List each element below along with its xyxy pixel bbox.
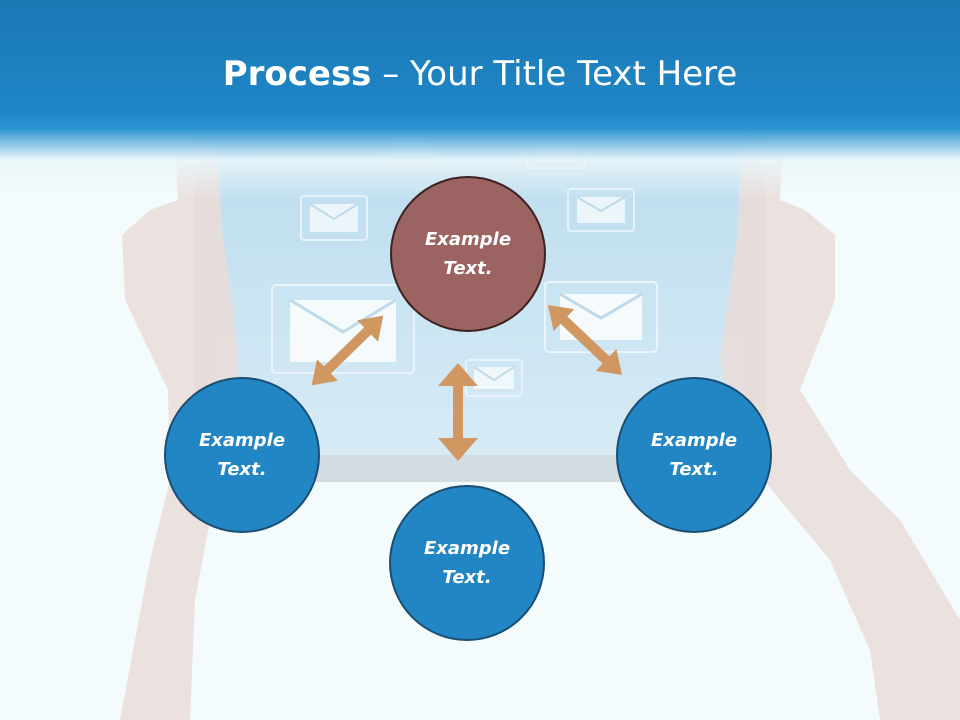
title-bold-text: Process [222, 54, 372, 94]
process-node-right: Example Text. [616, 377, 772, 533]
right-hand [720, 140, 960, 720]
header-band [0, 0, 960, 200]
process-node-center: Example Text. [390, 176, 546, 332]
process-node-right-text: Example Text. [650, 430, 738, 480]
envelope-icon [465, 359, 523, 397]
process-node-left: Example Text. [164, 377, 320, 533]
title-regular-text: – Your Title Text Here [371, 54, 738, 94]
process-node-bottom: Example Text. [389, 485, 545, 641]
process-node-bottom-text: Example Text. [423, 538, 511, 588]
process-node-left-text: Example Text. [198, 430, 286, 480]
slide-title: Process – Your Title Text Here [0, 50, 960, 98]
process-node-center-text: Example Text. [424, 229, 512, 279]
envelope-icon [567, 188, 635, 232]
